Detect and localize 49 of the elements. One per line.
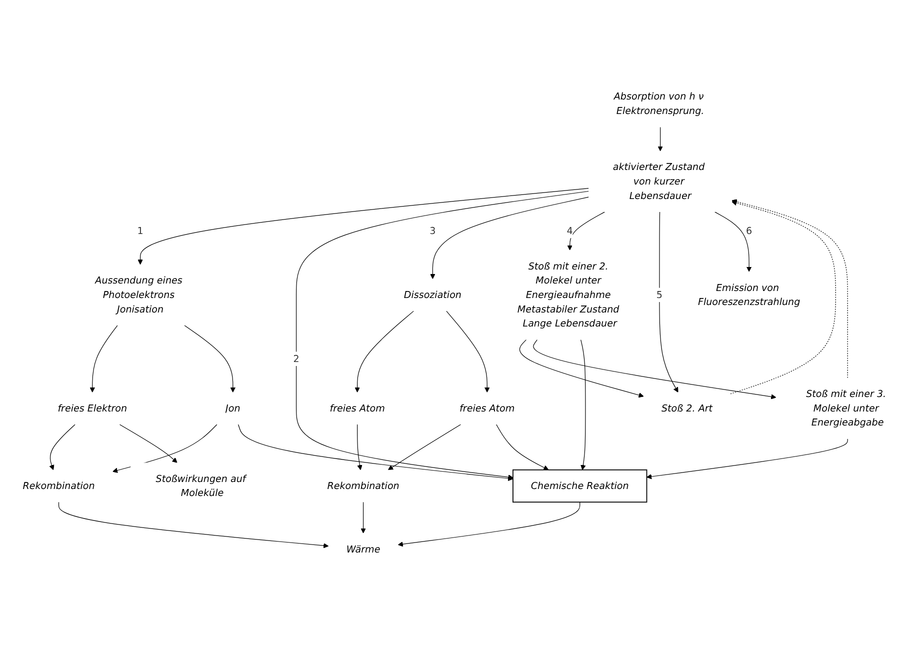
node-text: Wärme (346, 543, 380, 555)
arrow (238, 424, 514, 482)
arrow (58, 502, 329, 548)
node-text: freies Atom (330, 402, 385, 414)
arrow (714, 212, 752, 272)
node-text: Rekombination (22, 480, 95, 492)
node-text: aktivierter Zustand von kurzer Lebensdauer (612, 161, 705, 202)
arrow (119, 424, 178, 463)
arrow (49, 424, 76, 470)
arrow (730, 200, 836, 394)
arrow (398, 502, 580, 547)
arrow (138, 188, 589, 265)
arrow (496, 424, 549, 470)
arrow (580, 339, 586, 470)
node-text: Stoß mit einer 3. Molekel unter Energieabgabe (806, 388, 886, 428)
node-text: Absorption von h ν Elektronensprung. (614, 90, 704, 116)
arrow (430, 196, 589, 280)
node-text: Stoß 2. Art (661, 402, 713, 414)
edge-label: 5 (656, 288, 662, 300)
arrow (360, 502, 366, 534)
node-text: Stoßwirkungen auf Moleküle (156, 472, 246, 499)
arrow (659, 212, 678, 392)
arrow (296, 190, 589, 480)
node-text: Stoß mit einer 2. Molekel unter Energieaufnahme Metastabiler Zustand Lange Lebensdauer (517, 260, 620, 329)
arrow (567, 212, 605, 250)
arrow (658, 126, 663, 152)
arrow (519, 339, 644, 398)
arrow (732, 199, 848, 378)
node-box: Chemische Reaktion (512, 469, 648, 503)
node-text: Emission von Fluoreszenzstrahlung (698, 282, 800, 308)
arrow (184, 325, 236, 392)
edge-label: 2 (293, 352, 300, 364)
edge-label: 1 (137, 225, 144, 236)
node-text: Rekombination (327, 480, 400, 492)
arrow (354, 310, 414, 392)
edge-label: 6 (746, 225, 752, 236)
node-text: freies Atom (460, 402, 515, 414)
edge-label: 4 (566, 225, 573, 236)
arrow (533, 339, 776, 400)
node-text: Jon (226, 402, 240, 414)
node-text: freies Elektron (58, 402, 128, 414)
arrow (357, 424, 362, 470)
node-text: Dissoziation (404, 288, 462, 300)
arrow (90, 325, 118, 392)
arrow (388, 424, 462, 470)
edge-label: 3 (430, 225, 436, 236)
node-text: Aussendung eines Photoelektrons Jonisation (95, 274, 182, 315)
arrow (646, 438, 848, 480)
arrow (446, 310, 490, 392)
